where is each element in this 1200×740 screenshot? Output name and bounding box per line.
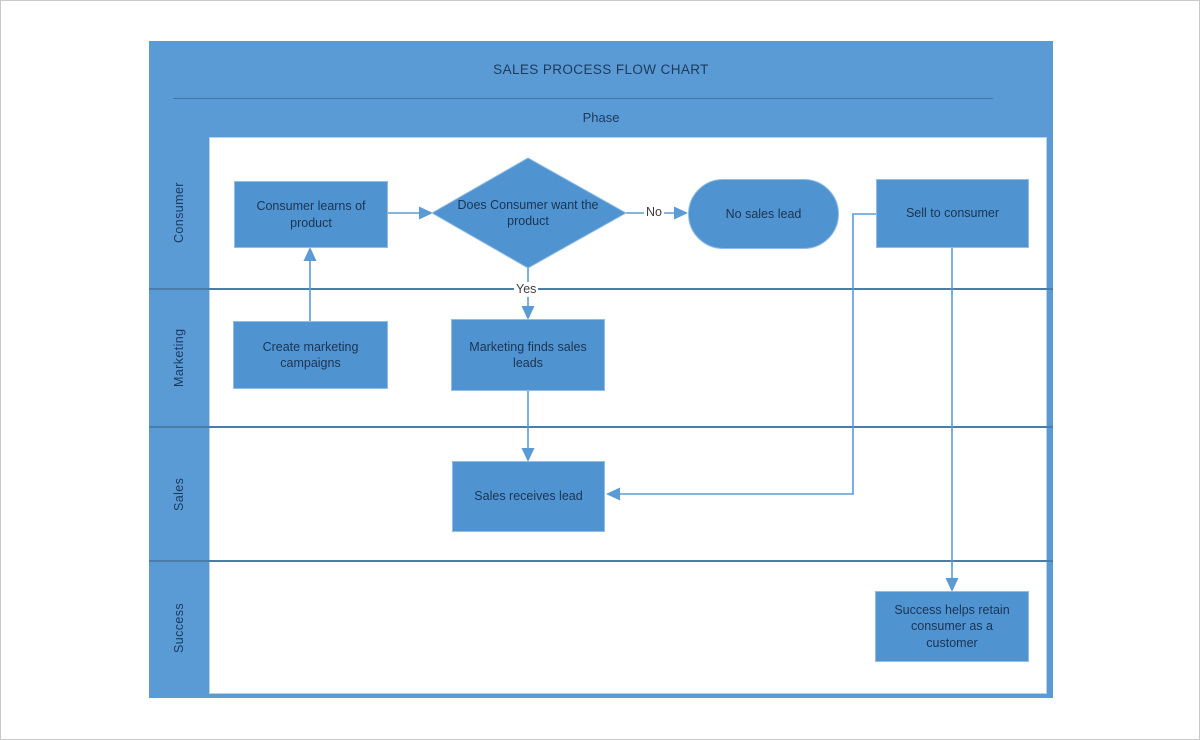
chart-title: SALES PROCESS FLOW CHART [493, 62, 709, 77]
connector-arrowheads [303, 206, 959, 592]
node-consumer-learns-of-product[interactable]: Consumer learns of product [234, 181, 388, 248]
node-label: No sales lead [725, 206, 802, 221]
node-create-marketing-campaigns[interactable]: Create marketing campaigns [233, 321, 388, 389]
edge-label-no: No [644, 205, 664, 220]
node-marketing-finds-sales-leads[interactable]: Marketing finds sales leads [451, 319, 605, 391]
lane-divider-marketing-sales [149, 426, 1053, 428]
decision-diamond-shape[interactable] [430, 157, 628, 269]
lane-divider-consumer-marketing [149, 288, 1053, 290]
node-success-helps-retain[interactable]: Success helps retain consumer as a custo… [875, 591, 1029, 662]
node-label: Create marketing campaigns [262, 339, 359, 370]
node-decision-want-product-label[interactable]: Does Consumer want the product [453, 181, 603, 245]
node-label: Sales receives lead [474, 489, 583, 504]
edge-label-yes: Yes [514, 282, 539, 297]
node-label: Marketing finds sales leads [469, 339, 587, 370]
node-sell-to-consumer[interactable]: Sell to consumer [876, 179, 1029, 248]
node-label: Sell to consumer [905, 206, 1000, 221]
lane-divider-sales-success [149, 560, 1053, 562]
title-separator [173, 98, 993, 99]
phase-label: Phase [582, 110, 620, 125]
node-label: Success helps retain consumer as a custo… [894, 603, 1010, 650]
node-no-sales-lead[interactable]: No sales lead [688, 179, 839, 249]
connector-lines [309, 212, 953, 580]
phase-band: Phase [149, 98, 1053, 137]
chart-title-band: SALES PROCESS FLOW CHART [149, 41, 1053, 98]
node-label: Does Consumer want the product [457, 197, 599, 228]
node-label: Consumer learns of product [256, 199, 366, 230]
connector-layer [303, 157, 959, 592]
node-sales-receives-lead[interactable]: Sales receives lead [452, 461, 605, 532]
sales-process-flow-chart: SALES PROCESS FLOW CHART Phase Consumer … [149, 41, 1053, 698]
